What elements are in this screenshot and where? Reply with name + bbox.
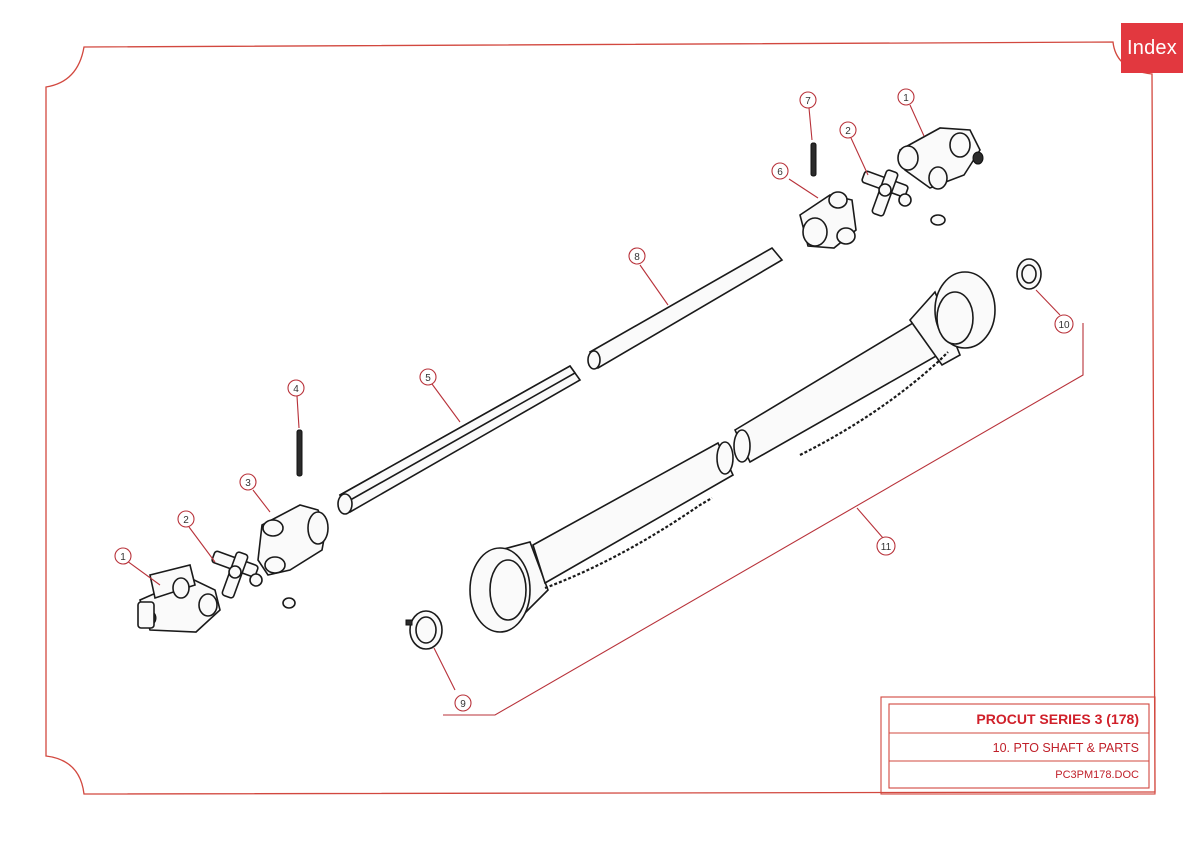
part-4-roll-pin [296, 429, 303, 477]
part-2-cross-upper [861, 169, 912, 217]
part-3-inner-yoke [257, 504, 329, 576]
callout-8: 8 [628, 247, 646, 265]
callout-4-label: 4 [293, 384, 299, 395]
index-button[interactable]: Index [1121, 23, 1183, 73]
callout-6-label: 6 [777, 167, 783, 178]
part-6-outer-yoke [799, 191, 857, 249]
callout-1-upper: 1 [897, 88, 915, 106]
callout-8-label: 8 [634, 252, 640, 263]
callout-1-upper-label: 1 [903, 93, 909, 104]
circlip-upper [930, 214, 946, 226]
circlip-lower [282, 597, 296, 609]
part-11-guard-assembly [469, 271, 996, 633]
part-9-bearing-ring [405, 610, 443, 650]
part-1-yoke-lower [137, 564, 221, 633]
callout-10: 10 [1054, 314, 1074, 334]
part-8-outer-tube [587, 246, 784, 370]
callout-7-label: 7 [805, 96, 811, 107]
title-block-title: PROCUT SERIES 3 (178) [976, 711, 1139, 727]
title-block-doc-ref: PC3PM178.DOC [1055, 769, 1139, 781]
callout-11-label: 11 [881, 542, 892, 553]
callout-leaders [126, 104, 1084, 716]
callout-11: 11 [876, 536, 896, 556]
callout-5: 5 [419, 368, 437, 386]
callout-1-lower-label: 1 [120, 552, 126, 563]
callout-10-label: 10 [1058, 320, 1070, 331]
callout-7: 7 [799, 91, 817, 109]
part-5-inner-tube [337, 364, 582, 515]
page-frame [45, 41, 1156, 795]
part-1-yoke-upper [897, 127, 984, 190]
title-block-subtitle: 10. PTO SHAFT & PARTS [993, 741, 1139, 755]
callout-2-lower: 2 [177, 510, 195, 528]
callout-5-label: 5 [425, 373, 431, 384]
callout-2-upper-label: 2 [845, 126, 851, 137]
callout-6: 6 [771, 162, 789, 180]
callout-9: 9 [454, 694, 472, 712]
part-7-roll-pin [810, 142, 817, 177]
part-2-cross-lower [211, 550, 263, 599]
callout-2-upper: 2 [839, 121, 857, 139]
callout-4: 4 [287, 379, 305, 397]
part-10-bearing-ring [1016, 258, 1042, 290]
callout-3-label: 3 [245, 478, 251, 489]
callout-9-label: 9 [460, 699, 466, 710]
callout-3: 3 [239, 473, 257, 491]
title-block: PROCUT SERIES 3 (178) 10. PTO SHAFT & PA… [880, 696, 1156, 795]
callout-1-lower: 1 [114, 547, 132, 565]
callout-2-lower-label: 2 [183, 515, 189, 526]
